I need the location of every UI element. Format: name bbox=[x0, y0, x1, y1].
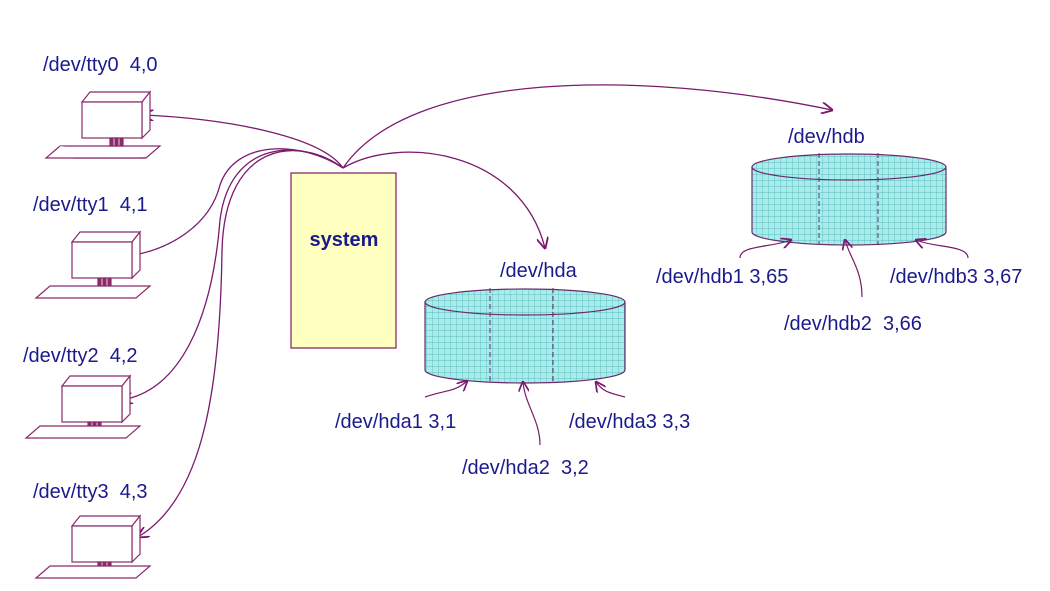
disk-label: /dev/hdb bbox=[788, 126, 865, 148]
disk-cylinder-icon bbox=[751, 153, 947, 246]
system-box: system bbox=[290, 172, 397, 349]
terminal-icon bbox=[44, 90, 162, 159]
disk-cylinder-icon bbox=[424, 288, 626, 384]
arrow-hdb3 bbox=[916, 240, 969, 259]
terminal-label: /dev/tty2 4,2 bbox=[23, 345, 138, 367]
terminal-icon bbox=[34, 514, 152, 579]
arrow-system-to-hda bbox=[342, 151, 545, 248]
partition-pointers bbox=[739, 240, 969, 298]
arrow-system-to-tty0 bbox=[143, 115, 344, 169]
partition-label-hda2: /dev/hda2 3,2 bbox=[462, 457, 589, 479]
partition-label-hdb1: /dev/hdb1 3,65 bbox=[656, 266, 788, 288]
arrow-system-to-tty3 bbox=[138, 150, 344, 537]
system-label: system bbox=[310, 229, 379, 251]
arrow-hda1 bbox=[424, 381, 467, 398]
arrow-hdb1 bbox=[739, 240, 791, 259]
partition-label-hdb3: /dev/hdb3 3,67 bbox=[890, 266, 1022, 288]
terminal-icon bbox=[34, 230, 152, 299]
arrow-hda3 bbox=[596, 382, 626, 398]
terminal-tty1: /dev/tty1 4,1 bbox=[33, 194, 152, 299]
partition-pointers bbox=[424, 381, 626, 446]
arrow-hda2 bbox=[523, 382, 541, 446]
terminal-tty0: /dev/tty0 4,0 bbox=[43, 54, 162, 159]
terminal-label: /dev/tty0 4,0 bbox=[43, 54, 158, 76]
disk-label: /dev/hda bbox=[500, 260, 578, 282]
system-rect bbox=[290, 172, 397, 349]
terminal-label: /dev/tty1 4,1 bbox=[33, 194, 148, 216]
partition-label-hda1: /dev/hda1 3,1 bbox=[335, 411, 456, 433]
disk-hdb: /dev/hdb /dev/hdb1 3,65 /dev/hdb2 3,66 /… bbox=[656, 126, 1022, 335]
partition-label-hda3: /dev/hda3 3,3 bbox=[569, 411, 690, 433]
terminal-label: /dev/tty3 4,3 bbox=[33, 481, 148, 503]
arrow-system-to-hdb bbox=[342, 84, 832, 169]
terminal-tty2: /dev/tty2 4,2 bbox=[23, 345, 142, 439]
terminal-icon bbox=[24, 374, 142, 439]
partition-label-hdb2: /dev/hdb2 3,66 bbox=[784, 313, 922, 335]
disk-hda: /dev/hda /dev/hda1 3,1 /dev/hda2 3,2 /de… bbox=[335, 260, 690, 479]
terminal-tty3: /dev/tty3 4,3 bbox=[33, 481, 152, 579]
connections bbox=[122, 84, 832, 537]
arrow-hdb2 bbox=[845, 240, 863, 298]
